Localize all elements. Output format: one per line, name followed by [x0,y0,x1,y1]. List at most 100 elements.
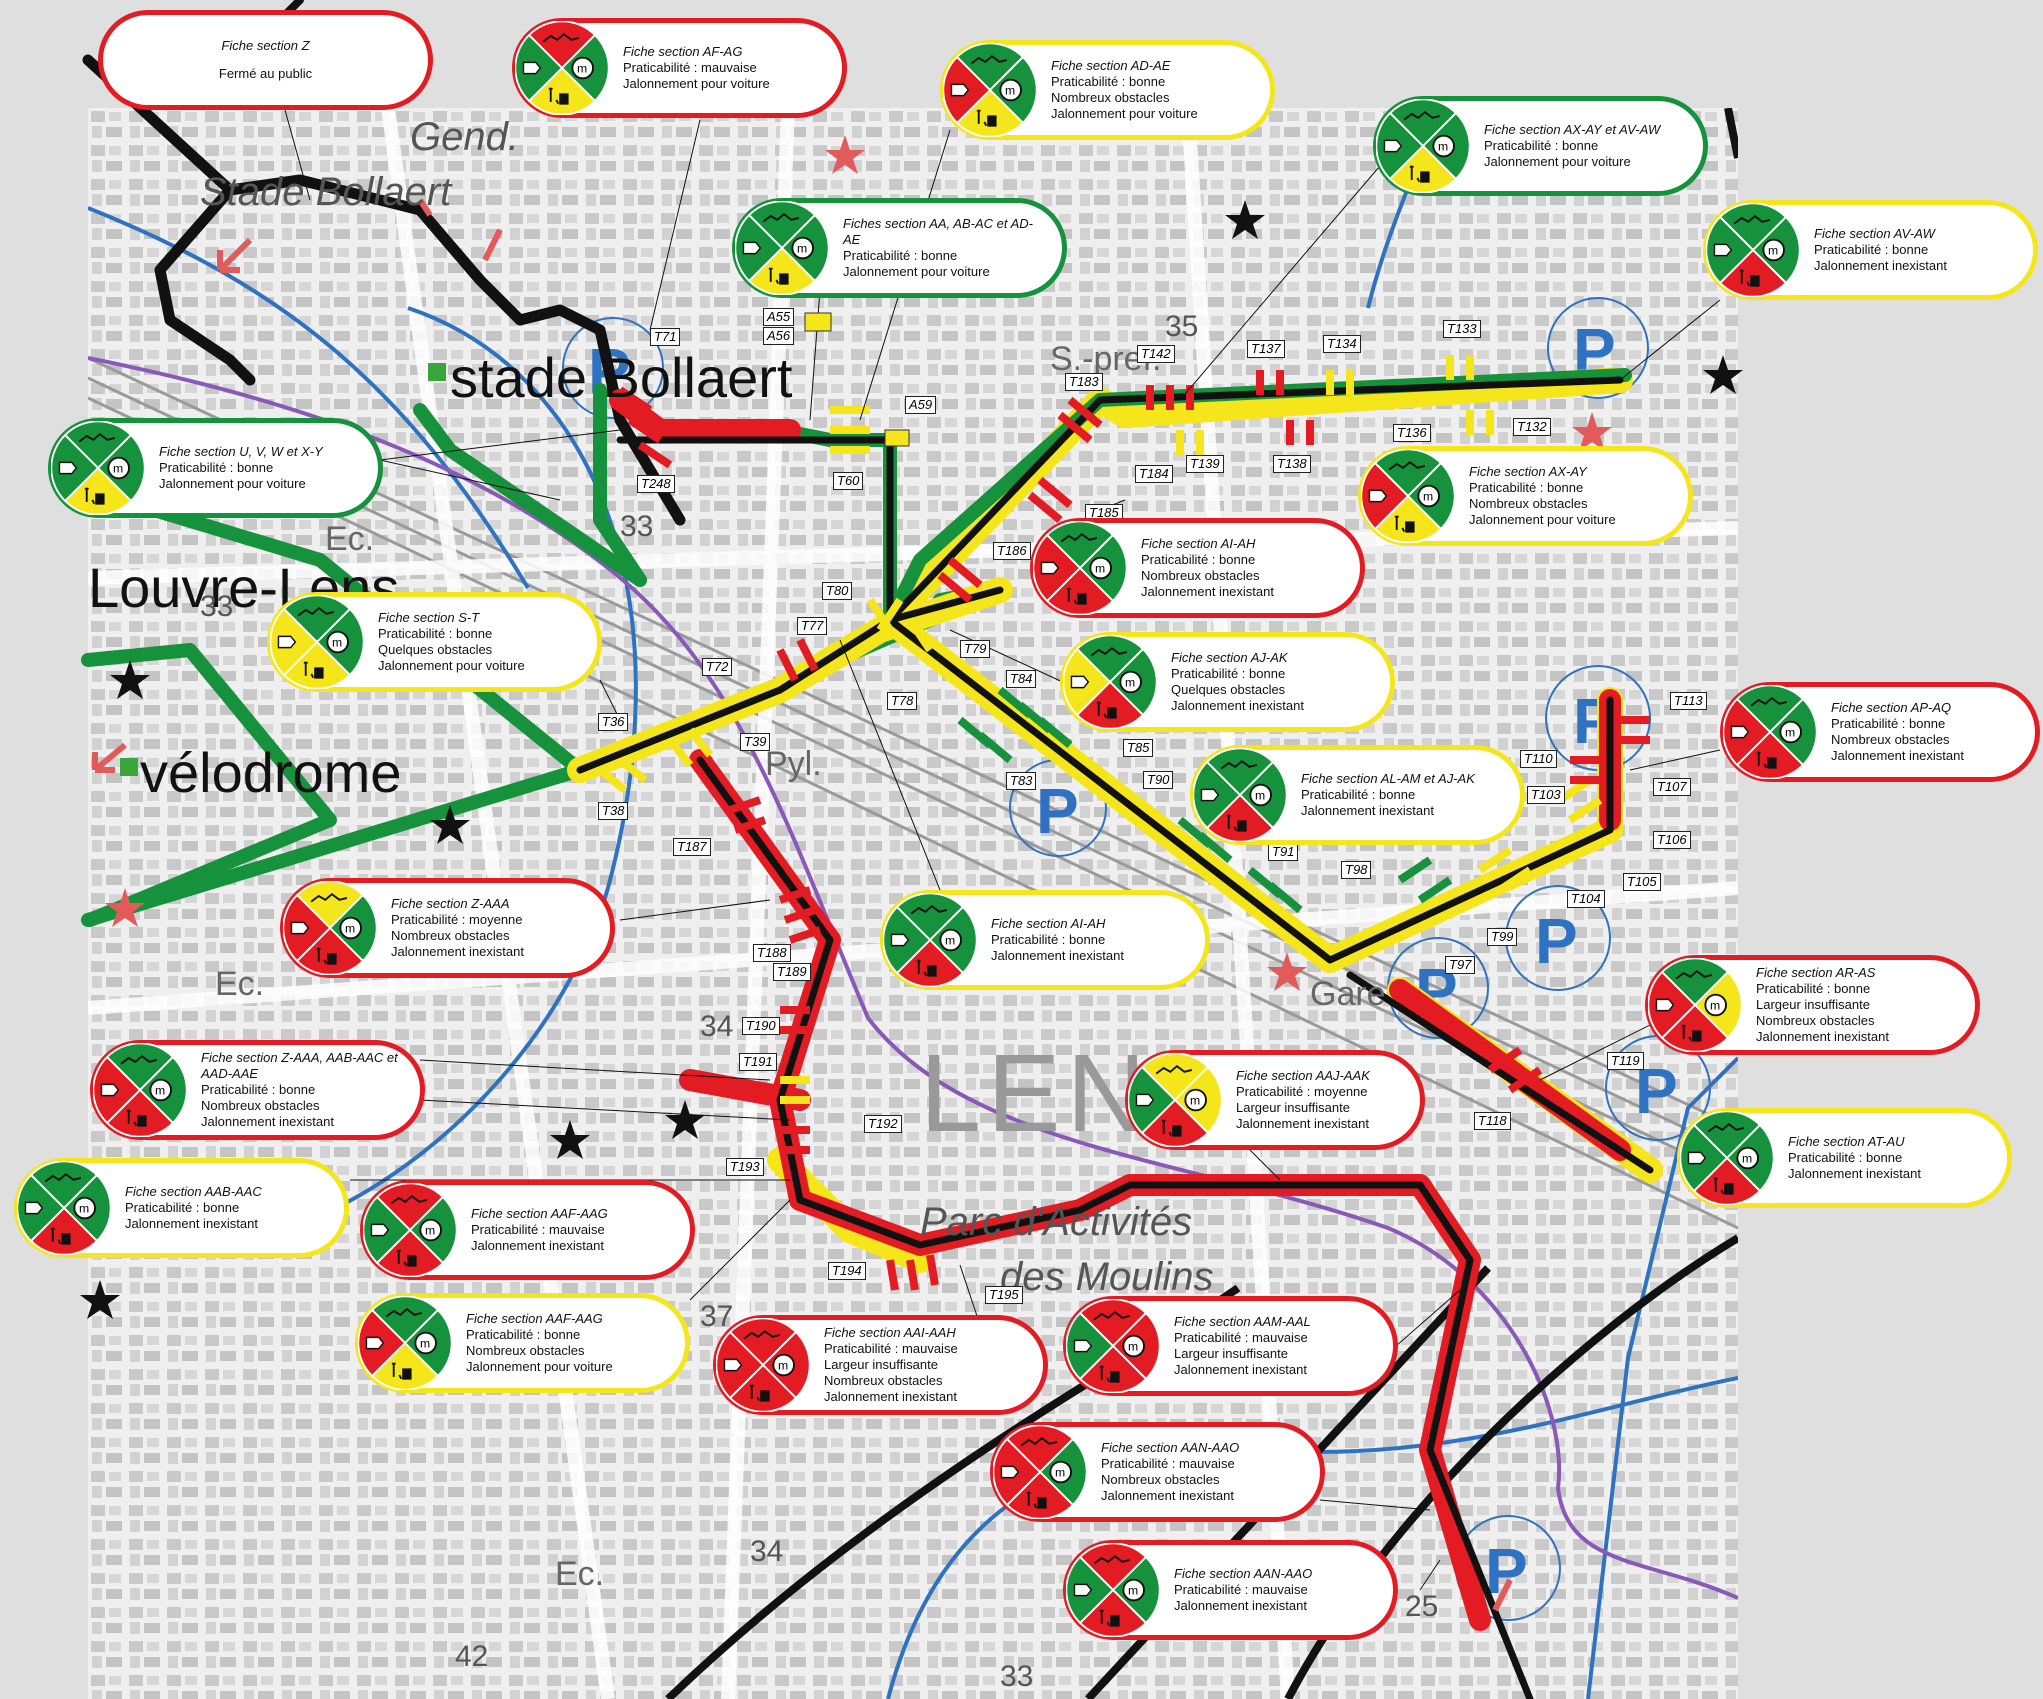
card-line: Praticabilité : bonne [1788,1150,1903,1165]
card-line: Nombreux obstacles [201,1098,320,1113]
star-icon [1572,412,1612,451]
card-line: Praticabilité : bonne [125,1200,240,1215]
map-number: 35 [1165,310,1199,343]
map-number: 37 [700,1300,734,1333]
section-tag: T90 [1143,771,1174,789]
map-number: 33 [1000,1660,1034,1693]
accessibility-emblem-icon: m [93,1043,187,1137]
card-line: Praticabilité : bonne [159,460,274,475]
star-icon [105,888,145,927]
accessibility-emblem-icon: m [51,421,145,515]
svg-text:m: m [1255,789,1265,803]
arrow-icon [92,742,127,773]
section-tag: T193 [726,1158,764,1176]
card-line: Jalonnement pour voiture [159,476,306,491]
card-line: Jalonnement inexistant [991,948,1124,963]
svg-text:m: m [945,934,955,948]
section-tag: T107 [1653,778,1691,796]
svg-text:m: m [420,1337,430,1351]
section-tag: T186 [993,542,1031,560]
accessibility-emblem-icon: m [1680,1111,1774,1205]
card-title: Fiche section AF-AG [623,44,743,59]
accessibility-emblem-icon: m [1648,958,1742,1052]
svg-text:m: m [1005,84,1015,98]
card-line: Praticabilité : bonne [1756,981,1871,996]
svg-text:m: m [79,1202,89,1216]
star-icon [80,1280,120,1319]
svg-text:m: m [1423,490,1433,504]
svg-text:m: m [1742,1152,1752,1166]
card-title: Fiche section AV-AW [1814,226,1935,241]
accessibility-emblem-icon: m [1128,1053,1222,1147]
section-tag: T84 [1006,670,1037,688]
card-line: Praticabilité : bonne [1301,787,1416,802]
card-line: Nombreux obstacles [1756,1013,1875,1028]
card-title: Fiche section AAJ-AAK [1236,1068,1370,1083]
star-icon [665,1100,705,1139]
place-ec-2: Ec. [215,965,265,1003]
landmark-stars [80,200,1743,1319]
card-line: Jalonnement inexistant [391,944,524,959]
place-stade-map: Stade Bollaert [200,170,452,214]
card-line: Praticabilité : mauvaise [1174,1582,1308,1597]
card-line: Jalonnement inexistant [1756,1029,1889,1044]
place-gend: Gend. [410,115,519,159]
accessibility-emblem-icon: m [1361,449,1455,543]
section-tag: T106 [1653,831,1691,849]
place-velodrome: vélodrome [140,741,402,804]
card-line: Jalonnement inexistant [1301,803,1434,818]
section-tag: T185 [1085,504,1123,522]
card-title: Fiche section AJ-AK [1171,650,1288,665]
section-tag: T248 [637,475,675,493]
signal-marker [804,312,832,332]
svg-text:m: m [797,242,807,256]
card-line: Largeur insuffisante [1756,997,1870,1012]
svg-text:m: m [332,636,342,650]
accessibility-emblem-icon: m [515,21,609,115]
map-number: 34 [750,1535,784,1568]
card-line: Jalonnement inexistant [471,1238,604,1253]
card-line: Praticabilité : mauvaise [1101,1456,1235,1471]
section-tag: T110 [1520,750,1557,768]
card-line: Praticabilité : mauvaise [471,1222,605,1237]
card-line: Jalonnement inexistant [824,1389,957,1404]
star-icon [1267,952,1307,991]
section-tag: T119 [1607,1052,1644,1070]
card-line: Praticabilité : bonne [843,248,958,263]
section-tag: T195 [985,1286,1023,1304]
